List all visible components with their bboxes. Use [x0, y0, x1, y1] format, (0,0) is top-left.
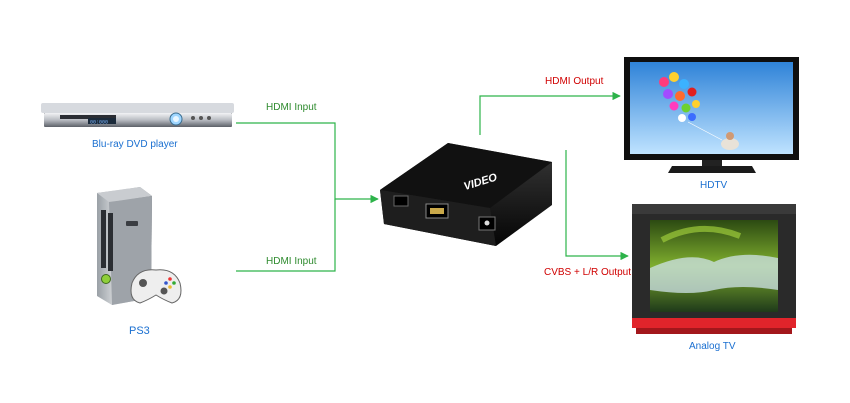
dvd-player-label: Blu-ray DVD player: [92, 139, 178, 151]
analog-tv-label: Analog TV: [689, 341, 736, 353]
hdtv-label: HDTV: [700, 180, 727, 192]
dvd-display-text: 00:000: [90, 120, 108, 126]
hdmi-input-line-top: [236, 123, 378, 199]
analog-tv-device: [632, 204, 796, 334]
cvbs-output-label: CVBS + L/R Output: [544, 267, 631, 279]
hdmi-input-bottom-label: HDMI Input: [266, 256, 317, 268]
console-device: [97, 187, 181, 305]
hdmi-output-line: [480, 96, 620, 135]
hdmi-output-label: HDMI Output: [545, 76, 603, 88]
converter-device: VIDEO: [380, 143, 552, 246]
cvbs-output-line: [566, 150, 628, 256]
hdmi-input-top-label: HDMI Input: [266, 102, 317, 114]
dvd-player-device: 00:000: [41, 103, 234, 127]
console-label: PS3: [129, 325, 150, 337]
hdtv-device: [624, 57, 799, 173]
